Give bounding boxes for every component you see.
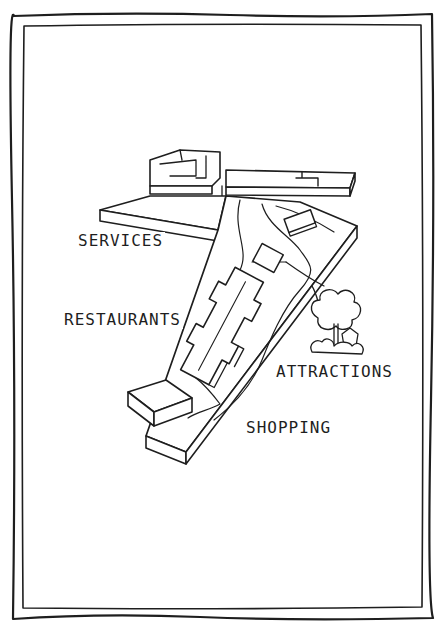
- top-building-side: [150, 186, 212, 194]
- outer-frame: [10, 14, 433, 620]
- top-arm-side: [226, 187, 350, 196]
- bushes: [311, 339, 363, 354]
- area-label: RESTAURANTS: [62, 311, 183, 329]
- shop-box-side: [128, 392, 154, 426]
- walkway: [188, 378, 220, 418]
- walkway: [286, 262, 324, 286]
- tree-crown: [311, 290, 360, 330]
- walkway: [276, 206, 334, 232]
- area-label: SHOPPING: [244, 419, 333, 437]
- area-label: SERVICES: [76, 232, 165, 250]
- main-slab-left-side: [146, 436, 186, 464]
- central-building: [174, 264, 271, 389]
- inner-frame: [22, 24, 423, 609]
- central-building-side: [209, 342, 244, 391]
- top-building: [150, 150, 220, 186]
- top-arm-end: [350, 173, 355, 196]
- top-arm: [226, 170, 355, 188]
- shop-box-front: [154, 398, 192, 426]
- central-building-ridge: [199, 282, 246, 370]
- top-building-detail: [160, 150, 206, 178]
- top-arm-notch: [296, 172, 318, 186]
- small-pavilion: [253, 244, 284, 273]
- park-building-side: [289, 223, 317, 236]
- tree-trunk: [334, 324, 338, 344]
- area-label: ATTRACTIONS: [274, 363, 395, 381]
